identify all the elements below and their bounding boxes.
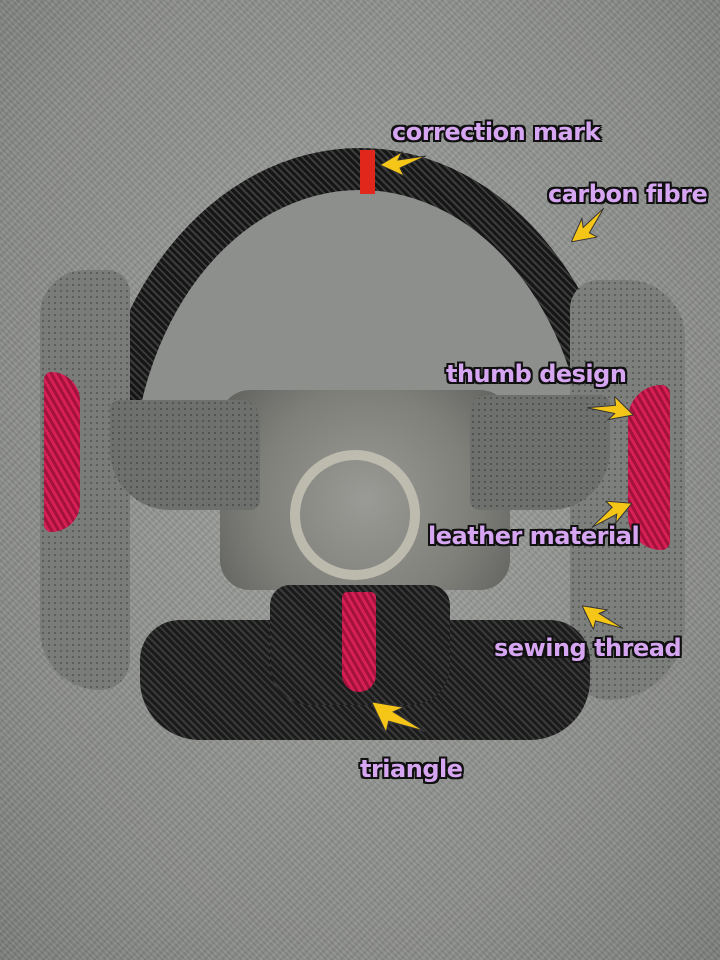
label-triangle: triangle xyxy=(360,755,463,783)
red-triangle-insert xyxy=(342,592,376,692)
arrow-icon-triangle xyxy=(370,700,426,735)
arrow-icon-thumb-design xyxy=(586,395,635,421)
label-sewing-thread: sewing thread xyxy=(494,634,682,662)
arrow-icon-correction-mark xyxy=(380,150,426,176)
spoke-right xyxy=(470,395,610,510)
arrow-icon-leather-material xyxy=(591,500,633,528)
label-correction-mark: correction mark xyxy=(392,118,601,146)
arrow-icon-sewing-thread xyxy=(581,605,624,632)
red-thumb-insert-left xyxy=(44,372,80,532)
clock-spring-ring xyxy=(290,450,420,580)
label-carbon-fibre: carbon fibre xyxy=(548,180,708,208)
spoke-left xyxy=(110,400,260,510)
label-thumb-design: thumb design xyxy=(446,360,627,388)
red-thumb-insert-right xyxy=(628,385,670,550)
red-correction-mark xyxy=(360,150,375,194)
arrow-icon-carbon-fibre xyxy=(570,207,605,243)
label-leather-material: leather material xyxy=(428,522,640,550)
